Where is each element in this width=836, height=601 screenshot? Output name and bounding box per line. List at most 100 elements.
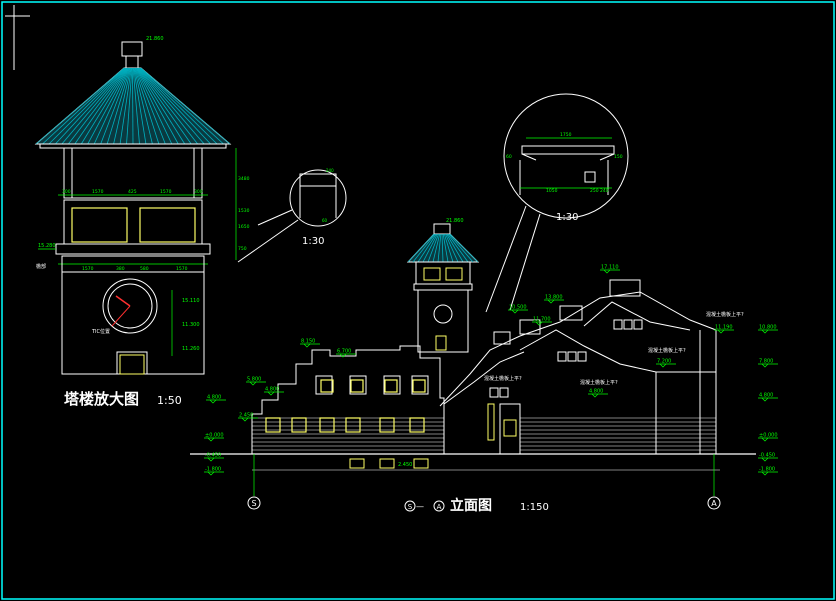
title-dash: — [416,502,424,511]
clock-note: TIC位置 [91,328,110,335]
dim-text: 240 [600,188,609,194]
vent [489,387,499,398]
svg-text:240: 240 [326,168,334,173]
elev-left: -1.800 [205,467,221,473]
tower-scale: 1:50 [157,394,182,407]
axis-bubble-left [247,496,261,510]
ucs-icon [5,5,30,70]
window [320,379,334,393]
roof-elevation: 4.800 [265,387,279,393]
dim-text: 60 [506,154,512,160]
clock-elevation: 15.110 [182,298,200,304]
roof-elevation: 10.500 [509,305,527,311]
left-wing-outline [251,345,445,454]
dim-text: 1570 [82,266,94,272]
roof-note: 混凝土檐板上平? [484,375,522,382]
dim-text: 1570 [92,189,104,195]
elev-left: -0.450 [205,453,221,459]
dim-text: 1650 [238,224,250,230]
main-tower: 21.860 [406,218,480,353]
roof-elevation: 5.800 [247,377,261,383]
roof-elevation: 13.800 [545,295,563,301]
window [409,417,425,433]
dim-text: 380 [116,266,125,272]
window [265,417,281,433]
dim-text: 150 [614,154,623,160]
elev-left: 4.800 [207,395,221,401]
window [379,417,395,433]
roof-elevation: 17.110 [601,265,619,271]
vent [567,351,577,362]
tower-top-elevation: 21.860 [146,36,164,42]
detail-bubble-left: 240 60 1:30 [237,168,347,263]
title-axis-b: A [437,503,442,511]
tower-lower-body [61,255,205,375]
elev-right: -0.450 [759,453,775,459]
window [291,417,307,433]
dim-text: 1750 [560,132,572,138]
mid-elevation: 11.300 [182,322,200,328]
roof-elevation: 11.700 [533,317,551,323]
tower-roof [34,67,232,149]
tower-band [55,243,211,255]
elev-right: 7.800 [759,359,773,365]
axis-label-right: A [711,499,717,508]
tower-top-label: 21.860 [446,218,464,224]
roof-note: 混凝土檐板上平? [580,379,618,386]
elev-left: ±0.000 [205,433,224,439]
roof-elevation: 4.800 [589,389,603,395]
dim-text: 1530 [238,208,250,214]
window [345,417,361,433]
axis-bubble-right [707,496,721,510]
detail-scale-left: 1:30 [302,236,324,247]
vent [623,319,633,330]
roof-elevation: 8.150 [301,339,315,345]
roof-elevation: 7.200 [657,359,671,365]
roof-elevation: 2.450 [239,413,253,419]
elevation-scale: 1:150 [520,502,549,513]
axis-label-left: S [251,499,256,508]
vent [499,387,509,398]
dim-text: 300 [194,189,203,195]
detail-bubble-right: 1750 1050 250 240 60 150 1:30 [485,93,629,313]
title-axis-a: S [408,503,413,511]
clock-hand [115,295,131,307]
svg-text:60: 60 [322,218,328,223]
dim-text: 425 [128,189,137,195]
dim-text: 750 [238,246,247,252]
window [319,417,335,433]
dim-text: 1570 [160,189,172,195]
roof-elevation: 11.190 [715,325,733,331]
elev-right: -1.800 [759,467,775,473]
elev-right: ±0.000 [759,433,778,439]
tower-window [71,207,128,243]
tower-detail: 21.860 300 1570 425 1570 300 15.280 1570… [34,36,250,408]
tower-floor-elevation: 15.280 [38,243,56,249]
vent [577,351,587,362]
basement-window [413,458,429,469]
roof-note: 混凝土檐板上平? [706,311,744,318]
elevation-title: 立面图 [450,497,492,514]
eave-note: 檐部 [36,263,46,270]
tower-upper-body [63,147,203,199]
tower-window [139,207,196,243]
vent [613,319,623,330]
dim-text: 300 [62,189,71,195]
roof-elevation: 6.700 [337,349,351,355]
basement-window [349,458,365,469]
basement-window [379,458,395,469]
elevation-drawing: 21.860 4.800 ±0.000 -0.450 -1.800 10.800 7.80… [190,218,778,514]
vent [557,351,567,362]
clock-face [102,278,158,334]
elev-right: 10.800 [759,325,777,331]
detail-scale-right: 1:30 [556,212,578,223]
tower-title: 塔楼放大图 [64,390,139,408]
dim-text: 250 [590,188,599,194]
elevation-door [499,403,521,455]
window [384,379,398,393]
dim-text: 1570 [176,266,188,272]
dim-text: 3480 [238,176,250,182]
window [350,379,364,393]
